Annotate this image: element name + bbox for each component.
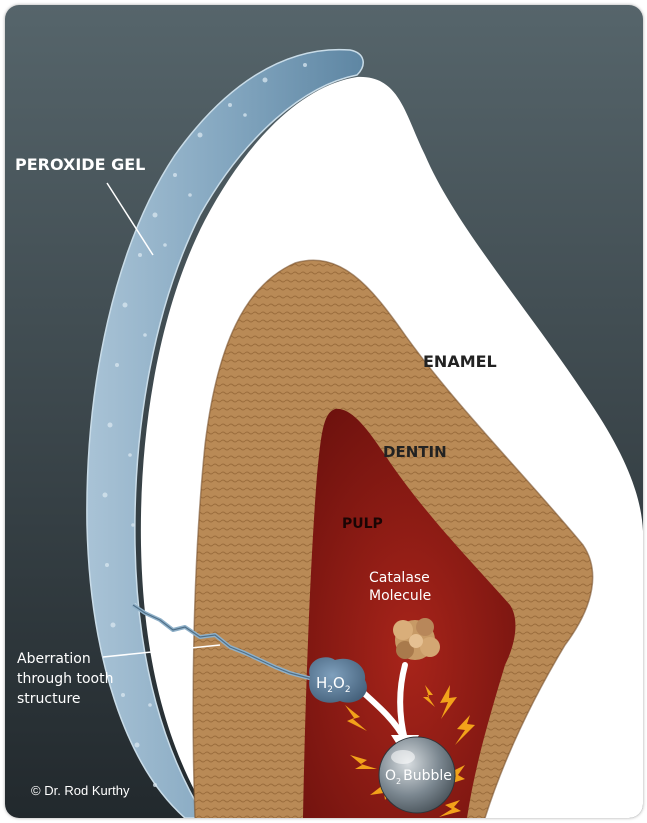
copyright-caption: © Dr. Rod Kurthy	[31, 783, 129, 798]
catalase-label-line1: Catalase	[369, 570, 430, 586]
peroxide-gel-label: PEROXIDE GEL	[15, 155, 145, 174]
aberration-label-line3: structure	[17, 691, 81, 707]
enamel-label: ENAMEL	[423, 352, 497, 371]
o2-sub: 2	[396, 777, 401, 786]
dentin-label: DENTIN	[383, 443, 447, 461]
catalase-label-line2: Molecule	[369, 588, 431, 604]
h2o2-o: O	[333, 674, 345, 692]
aberration-label-line1: Aberration	[17, 651, 91, 667]
tooth-diagram: PEROXIDE GEL ENAMEL DENTIN PULP Catalase…	[5, 5, 643, 818]
pulp-label: PULP	[342, 516, 383, 532]
aberration-label-line2: through tooth	[17, 671, 113, 687]
illustration-frame: PEROXIDE GEL ENAMEL DENTIN PULP Catalase…	[5, 5, 643, 818]
o2-word: Bubble	[403, 768, 452, 784]
o2-o: O	[385, 768, 396, 784]
h2o2-sub2: 2	[345, 685, 351, 695]
catalase-molecule	[393, 618, 440, 660]
h2o2-h: H	[316, 674, 327, 692]
